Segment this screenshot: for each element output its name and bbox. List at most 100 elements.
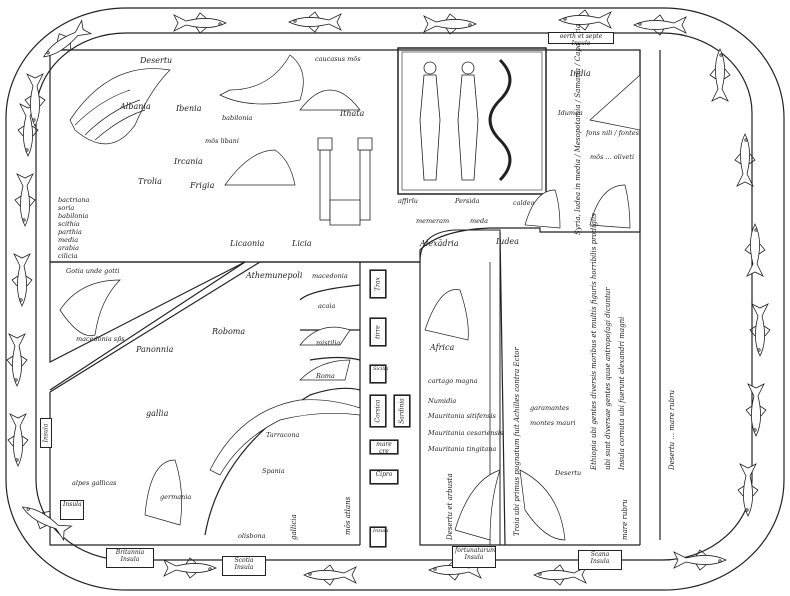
region-alexandria: Alexādria xyxy=(420,239,459,248)
region-iudea: Iudea xyxy=(496,237,519,246)
region-mauritania-cesariensis: Mauritania cesariensis xyxy=(428,429,504,437)
region-desertu-se: Desertu xyxy=(555,469,582,477)
fish-drawing xyxy=(303,564,357,586)
island-britannia: Britannia Insula xyxy=(106,548,154,568)
mountains-idumea xyxy=(589,184,631,229)
region-gallia: gallia xyxy=(146,409,169,418)
mountains-caucasus xyxy=(69,68,171,145)
fish-drawing xyxy=(745,383,767,437)
mountains-media xyxy=(524,189,561,229)
region-licaonia: Licaonia xyxy=(230,239,265,248)
region-alpes-gallicas: alpes gallicas xyxy=(72,479,117,487)
mountains-india xyxy=(589,74,641,131)
region-india: India xyxy=(570,69,591,78)
mountains-alps xyxy=(209,399,361,476)
mountains-ne-spain xyxy=(299,326,351,346)
fish-drawing xyxy=(42,19,93,58)
island-w: Insula xyxy=(40,418,52,448)
fish-drawing xyxy=(423,13,477,35)
text-long-4: Troia ubi primus pugnatum fuit Achilles … xyxy=(513,347,521,536)
italy-coast xyxy=(299,284,361,361)
fish-drawing xyxy=(21,506,73,542)
europe-split xyxy=(49,261,360,393)
region-affirmu: affirīu xyxy=(398,197,418,205)
region-caldea: caldea xyxy=(513,199,535,207)
region-albania: Albania xyxy=(120,102,151,111)
region-ithata: Ithata xyxy=(340,109,365,118)
text-long-3: Insula cornuta ubi fuerunt alexandri mag… xyxy=(618,316,626,470)
region-macedonia: macedonia xyxy=(312,272,348,280)
fish-drawing xyxy=(558,9,612,31)
text-long-1: Ethiopia ubi gentes diversis moribus et … xyxy=(590,213,598,470)
island-sq: Insula xyxy=(370,527,389,547)
region-memeram: memeram xyxy=(416,217,450,225)
island-tirre: tirre xyxy=(370,318,386,346)
region-germania: germania xyxy=(160,493,192,501)
island-scana: Scana Insula xyxy=(578,550,622,570)
island-corsica: Corsica xyxy=(370,395,386,427)
region-roboma: Roboma xyxy=(212,327,246,336)
region-babilonia: babilonia xyxy=(222,114,253,122)
region-panonnia: Panonnia xyxy=(136,345,174,354)
region-idumea: Idumea xyxy=(558,109,583,117)
paradise-frame xyxy=(397,47,547,195)
region-mauritania-sitifensis: Mauritania sitifensis xyxy=(428,412,496,420)
mountains-ithata xyxy=(299,89,361,111)
mountains-atlas-right xyxy=(519,469,566,541)
asia-provinces-list: bactriana soria babilonia scithia parthi… xyxy=(58,196,90,260)
region-numidia: Numidia xyxy=(428,397,457,405)
region-ircania: Ircania xyxy=(174,157,203,166)
fish-drawing xyxy=(11,253,33,307)
island-mare-cre: mare cre xyxy=(370,440,398,454)
ocean-outer-border xyxy=(5,7,785,591)
castle-drawing xyxy=(317,137,373,226)
region-tarracona: Tarracona xyxy=(266,431,300,439)
region-africa: Africa xyxy=(430,343,455,352)
mountains-gotia xyxy=(59,279,121,337)
fish-drawing xyxy=(734,133,756,187)
fish-drawing xyxy=(6,333,28,387)
region-macedonia-ne: macedonia sp̄s xyxy=(76,335,125,343)
island-fortunatarum: fortunatarum Insula xyxy=(452,546,496,568)
region-frigia: Frigia xyxy=(190,181,215,190)
fish-drawing xyxy=(288,11,342,33)
text-idumea-col: Syria, Iudea in media / Mesopotamia / Sa… xyxy=(574,24,582,235)
region-athemunepoli: Athemunepoli xyxy=(246,271,303,280)
fish-drawing xyxy=(24,73,46,127)
nile-river xyxy=(639,50,661,545)
island-cipro: Cipro xyxy=(370,470,398,484)
fish-drawing xyxy=(673,549,727,571)
europe-south-border xyxy=(49,392,360,546)
region-desertu-s: Desertu et arbusta xyxy=(446,473,454,540)
region-cartago: cartago magna xyxy=(428,377,478,385)
fish-drawing xyxy=(633,14,687,36)
region-desertu-mare: Desertu ... mare rubru xyxy=(668,390,676,470)
mediterranean-border xyxy=(359,261,420,545)
mountains-libani xyxy=(224,149,296,186)
fish-drawing xyxy=(709,48,731,102)
region-garamantes: garamantes xyxy=(530,404,570,412)
fish-drawing xyxy=(163,557,217,579)
region-desertu-nw: Desertu xyxy=(140,56,173,65)
mountains-atlas-left xyxy=(454,469,501,541)
region-mons-atlans: mōs atlans xyxy=(344,496,352,535)
region-gallicia: gallicia xyxy=(290,514,298,540)
fish-drawing xyxy=(737,463,759,517)
region-licia: Licia xyxy=(292,239,312,248)
mountains-roma xyxy=(299,359,351,381)
region-fons-nili: fons nili / fontes xyxy=(586,129,639,137)
asia-border xyxy=(49,49,641,263)
region-montes-mauri: montes mauri xyxy=(530,419,576,427)
fish-drawing xyxy=(7,413,29,467)
mountains-babilonia-crescent xyxy=(219,54,304,105)
mountains-africa xyxy=(424,289,469,341)
fish-drawing xyxy=(749,303,771,357)
region-mons-oliveti: mōs ... oliveti xyxy=(590,153,635,161)
region-caucasus: caucasus mōs xyxy=(315,55,361,63)
region-ibenia: Ibenia xyxy=(176,104,202,113)
fish-drawing xyxy=(744,223,766,277)
fish-drawing xyxy=(533,564,587,586)
ocean-inner-border xyxy=(35,32,753,561)
island-top-box: oerth et septe Insula xyxy=(548,32,614,46)
